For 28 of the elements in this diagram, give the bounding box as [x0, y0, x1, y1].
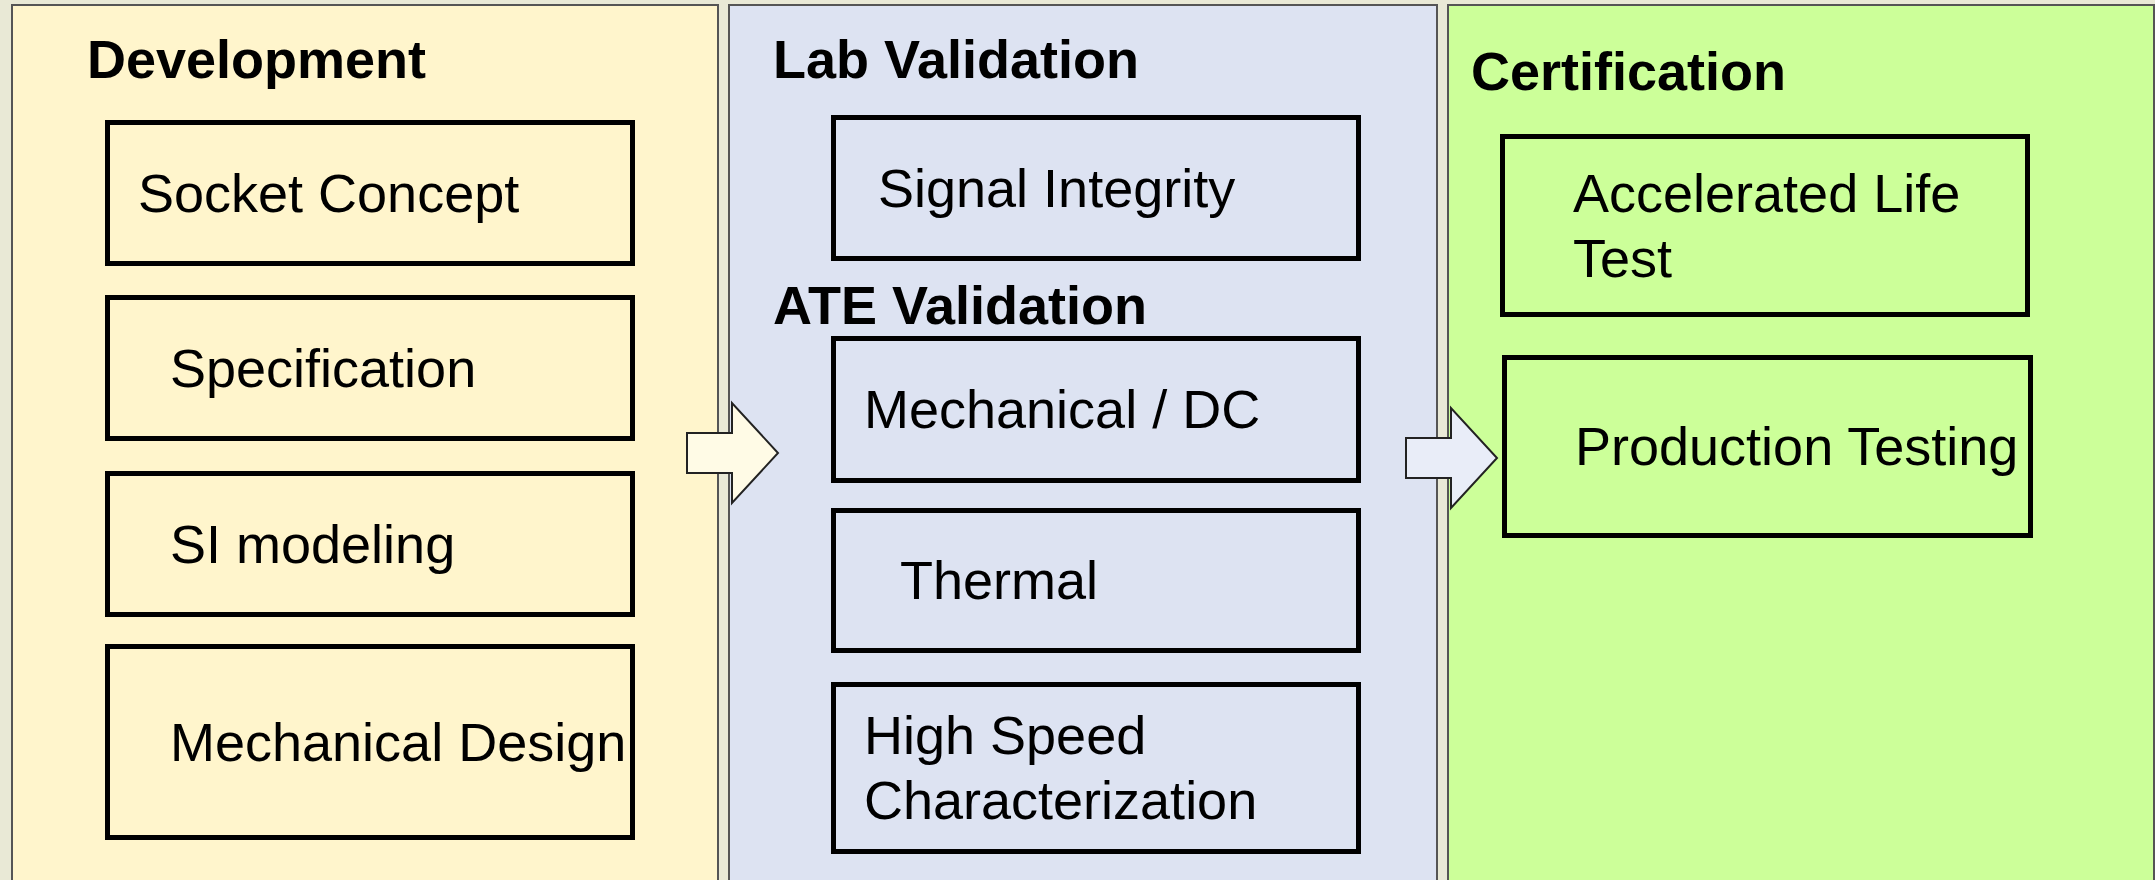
stage-heading: Lab Validation [773, 32, 1140, 86]
step-label: High Speed Characterization [864, 704, 1259, 832]
step-box [1502, 355, 2033, 538]
step-box [105, 644, 635, 840]
stage-panel [1447, 4, 2155, 880]
step-box [105, 295, 635, 441]
step-label: Signal Integrity [878, 156, 1236, 220]
stage-panel [728, 4, 1438, 880]
stage-heading: Certification [1471, 44, 1787, 98]
step-box [831, 115, 1361, 261]
block-arrow [1405, 405, 1499, 511]
step-label: Mechanical / DC [864, 378, 1261, 442]
step-label: Specification [170, 336, 477, 400]
step-label: Thermal [900, 549, 1099, 613]
step-box [1500, 134, 2030, 317]
step-box [831, 682, 1361, 854]
step-box [105, 471, 635, 617]
stage-panel [11, 4, 719, 880]
block-arrow [686, 400, 780, 506]
step-box [105, 120, 635, 266]
step-label: SI modeling [170, 512, 456, 576]
section-heading: ATE Validation [773, 278, 1148, 332]
step-label: Mechanical Design [170, 710, 627, 774]
step-label: Production Testing [1575, 415, 2019, 479]
step-label: Socket Concept [138, 161, 520, 225]
step-box [831, 336, 1361, 483]
step-box [831, 508, 1361, 653]
step-label: Accelerated Life Test [1573, 161, 1962, 290]
